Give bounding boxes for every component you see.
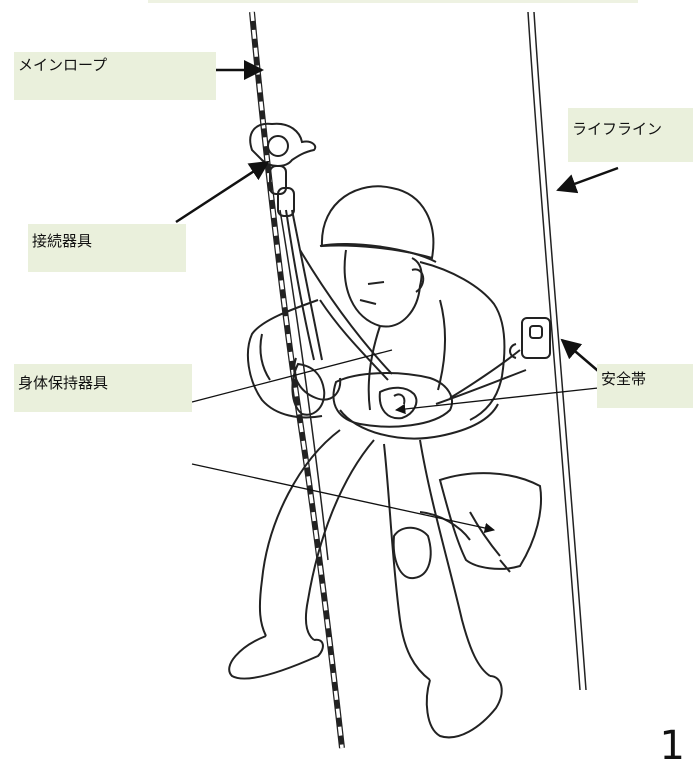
arrow-connector bbox=[175, 160, 270, 224]
label-body-holder: 身体保持器具 bbox=[14, 364, 192, 412]
main-rope bbox=[249, 11, 345, 749]
lifeline-rope bbox=[527, 11, 587, 691]
leader-lines bbox=[175, 60, 619, 534]
line-harness-to-belt bbox=[394, 387, 599, 415]
worker-hands bbox=[291, 362, 471, 580]
worker-head bbox=[319, 185, 437, 328]
worker-legs bbox=[228, 429, 503, 739]
line-body-holder-upper bbox=[191, 349, 393, 403]
label-connector: 接続器具 bbox=[28, 224, 186, 272]
seat-board bbox=[438, 472, 542, 573]
page-number: 1 bbox=[659, 723, 685, 769]
arrow-lifeline bbox=[556, 166, 619, 194]
worker-body bbox=[246, 261, 506, 440]
rope-grab bbox=[509, 317, 551, 359]
top-band bbox=[148, 0, 638, 3]
label-lifeline: ライフライン bbox=[568, 108, 693, 162]
descender-device bbox=[249, 122, 323, 361]
label-harness: 安全帯 bbox=[597, 364, 693, 408]
line-body-holder-lower bbox=[191, 463, 496, 534]
label-main-rope: メインロープ bbox=[14, 52, 216, 100]
